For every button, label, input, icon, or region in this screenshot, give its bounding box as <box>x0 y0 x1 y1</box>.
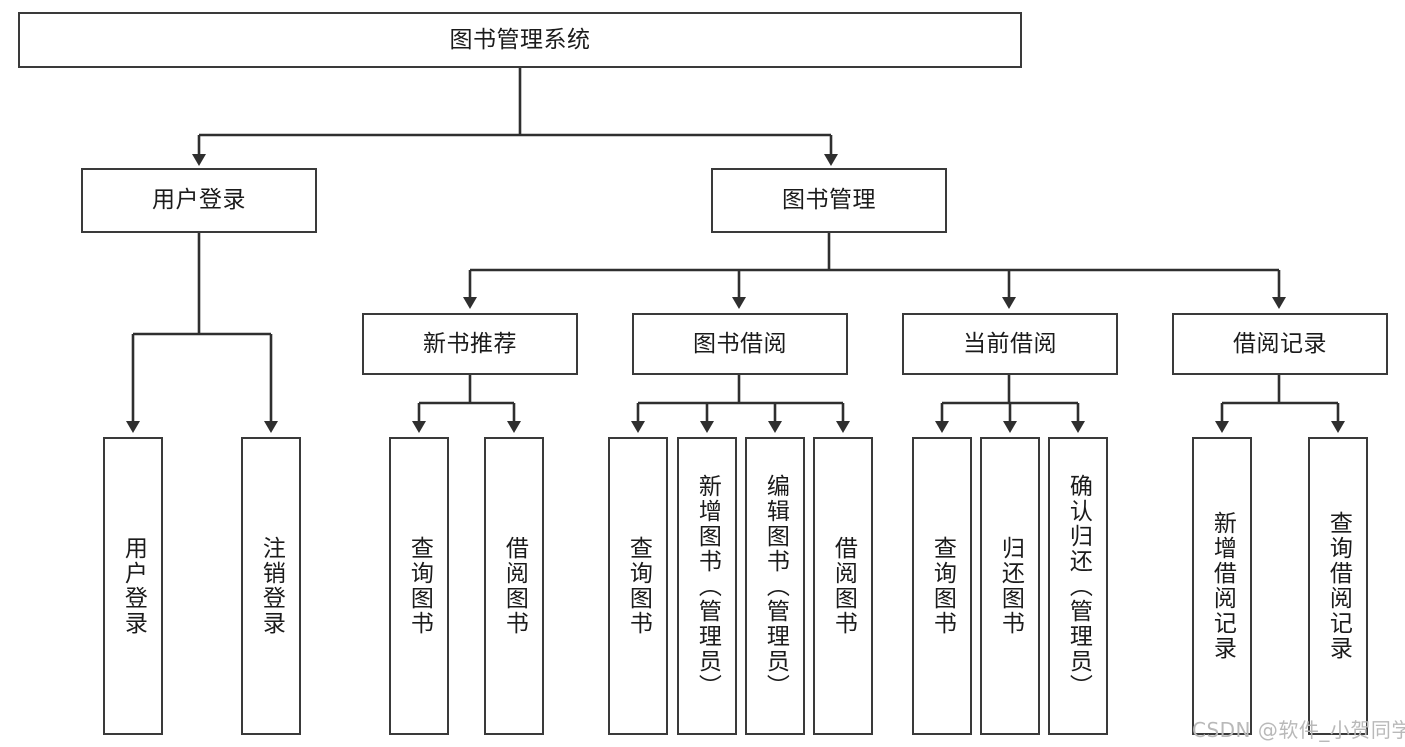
leaf-current-query-book-label: 查询图书 <box>929 536 956 636</box>
leaf-current-confirm-return-admin-label: 确认归还（管理员） <box>1065 473 1092 699</box>
leaf-record-query-record-label: 查询借阅记录 <box>1325 511 1352 661</box>
node-new-book-recommend-label: 新书推荐 <box>423 330 517 357</box>
leaf-borrow-query-book-label: 查询图书 <box>625 536 652 636</box>
leaf-current-query-book[interactable]: 查询图书 <box>912 437 972 735</box>
node-book-management[interactable]: 图书管理 <box>711 168 947 233</box>
leaf-recommend-query-book[interactable]: 查询图书 <box>389 437 449 735</box>
leaf-user-login-signout[interactable]: 注销登录 <box>241 437 301 735</box>
leaf-current-return-book-label: 归还图书 <box>997 536 1024 636</box>
leaf-borrow-add-book-admin-label: 新增图书（管理员） <box>694 473 721 699</box>
node-current-borrow-label: 当前借阅 <box>963 330 1057 357</box>
leaf-borrow-borrow-book[interactable]: 借阅图书 <box>813 437 873 735</box>
node-book-borrow[interactable]: 图书借阅 <box>632 313 848 375</box>
leaf-borrow-borrow-book-label: 借阅图书 <box>830 536 857 636</box>
leaf-recommend-borrow-book[interactable]: 借阅图书 <box>484 437 544 735</box>
leaf-current-confirm-return-admin[interactable]: 确认归还（管理员） <box>1048 437 1108 735</box>
leaf-user-login-signout-label: 注销登录 <box>258 536 285 636</box>
node-current-borrow[interactable]: 当前借阅 <box>902 313 1118 375</box>
node-book-borrow-label: 图书借阅 <box>693 330 787 357</box>
leaf-borrow-add-book-admin[interactable]: 新增图书（管理员） <box>677 437 737 735</box>
leaf-record-query-record[interactable]: 查询借阅记录 <box>1308 437 1368 735</box>
node-borrow-record-label: 借阅记录 <box>1233 330 1327 357</box>
node-book-management-label: 图书管理 <box>782 187 876 213</box>
leaf-user-login-signin[interactable]: 用户登录 <box>103 437 163 735</box>
leaf-user-login-signin-label: 用户登录 <box>120 536 147 636</box>
node-root-label: 图书管理系统 <box>449 26 591 53</box>
leaf-recommend-query-book-label: 查询图书 <box>406 536 433 636</box>
leaf-borrow-edit-book-admin[interactable]: 编辑图书（管理员） <box>745 437 805 735</box>
node-user-login[interactable]: 用户登录 <box>81 168 317 233</box>
leaf-borrow-edit-book-admin-label: 编辑图书（管理员） <box>762 473 789 699</box>
node-user-login-label: 用户登录 <box>152 187 246 213</box>
node-borrow-record[interactable]: 借阅记录 <box>1172 313 1388 375</box>
node-root[interactable]: 图书管理系统 <box>18 12 1022 68</box>
leaf-current-return-book[interactable]: 归还图书 <box>980 437 1040 735</box>
node-new-book-recommend[interactable]: 新书推荐 <box>362 313 578 375</box>
leaf-recommend-borrow-book-label: 借阅图书 <box>501 536 528 636</box>
leaf-record-add-record-label: 新增借阅记录 <box>1209 511 1236 661</box>
leaf-borrow-query-book[interactable]: 查询图书 <box>608 437 668 735</box>
leaf-record-add-record[interactable]: 新增借阅记录 <box>1192 437 1252 735</box>
